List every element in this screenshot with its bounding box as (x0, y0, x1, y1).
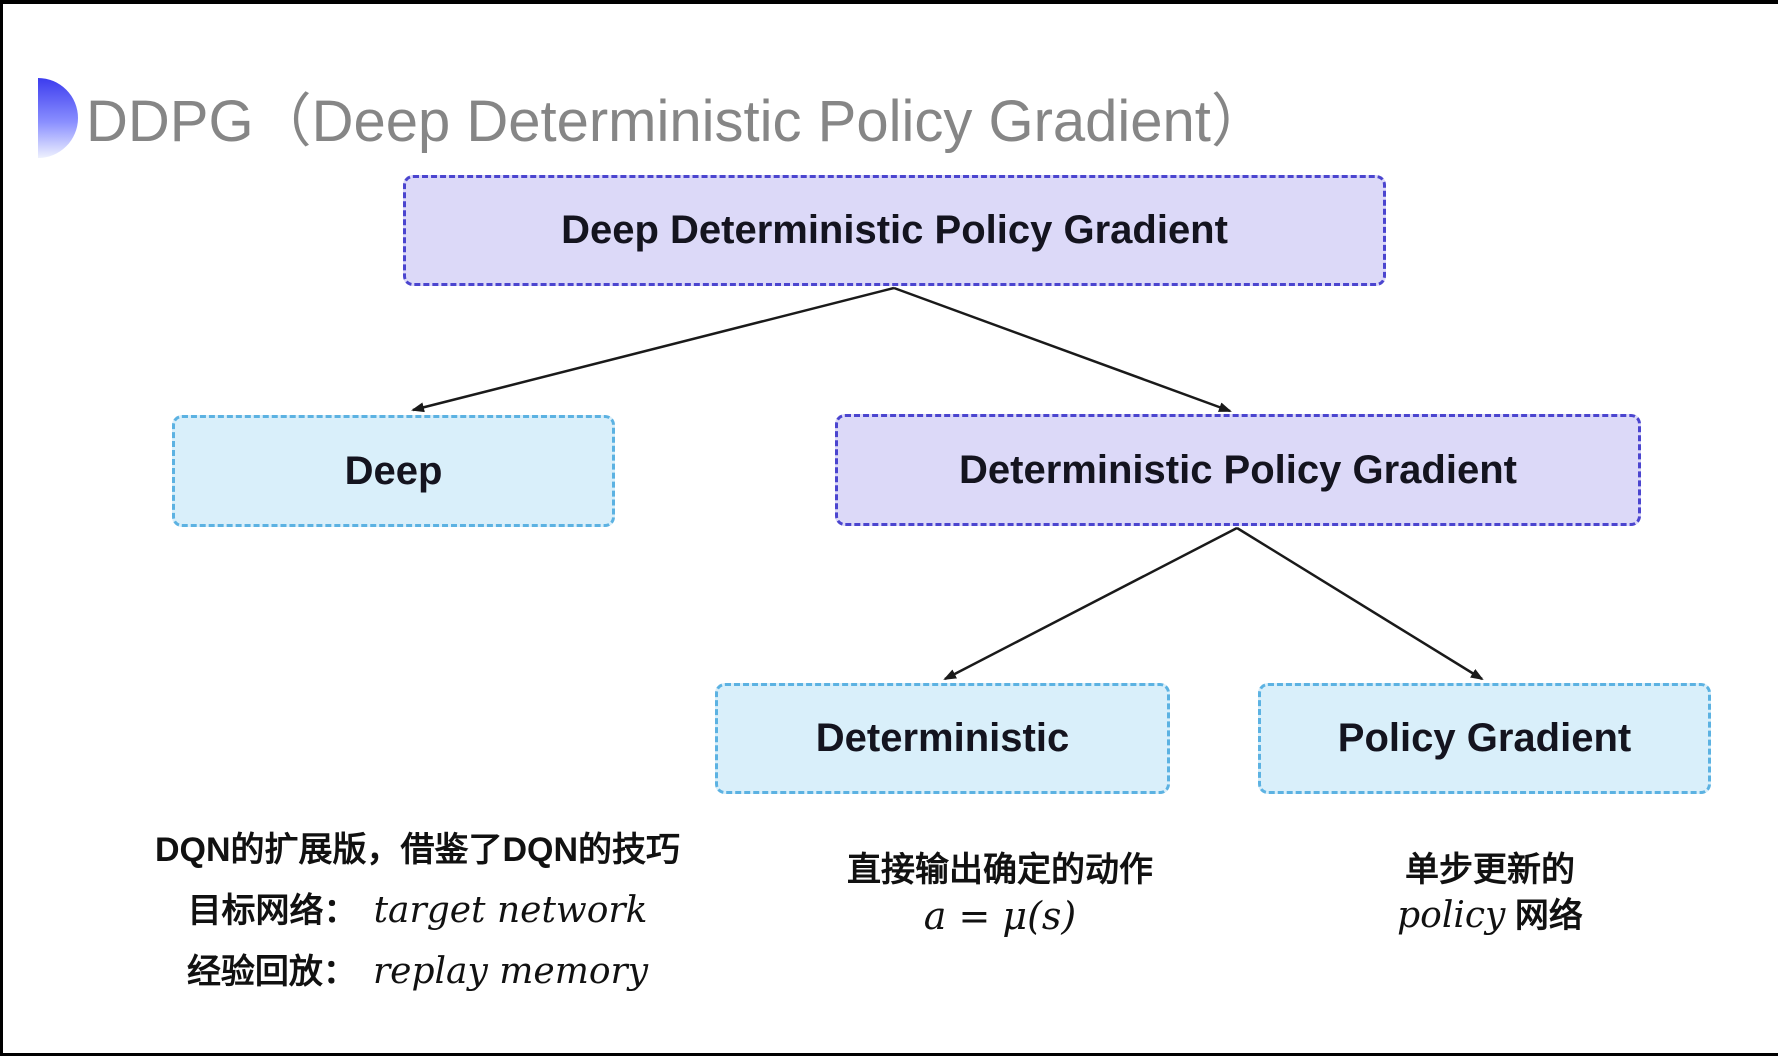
deterministic-annotation-line1: 直接输出确定的动作 (847, 851, 1153, 889)
window-top-border (0, 0, 1778, 4)
policy-gradient-annotation-line1: 单步更新的 (1405, 851, 1575, 889)
policy-gradient-annotation: 单步更新的 policy 网络 (1325, 850, 1655, 942)
arrow-root-to-deep (411, 286, 895, 413)
window-left-border (0, 0, 3, 1056)
deep-annotation-line2-zh: 目标网络： (187, 892, 358, 930)
arrow-root-to-dpg (893, 286, 1232, 413)
node-deterministic: Deterministic (715, 683, 1170, 794)
arrow-dpg-to-deterministic (943, 526, 1238, 681)
deep-annotation-line1: DQN的扩展版，借鉴了DQN的技巧 (154, 831, 681, 869)
node-deep-label: Deep (344, 448, 443, 493)
deep-annotation-line2: 目标网络： target network (130, 889, 705, 950)
node-deep: Deep (172, 415, 615, 527)
node-policy-gradient: Policy Gradient (1258, 683, 1711, 794)
policy-gradient-annotation-line2: policy 网络 (1325, 896, 1655, 942)
page-title: DDPG（Deep Deterministic Policy Gradient） (86, 89, 1269, 154)
node-root: Deep Deterministic Policy Gradient (403, 175, 1386, 286)
node-policy-gradient-label: Policy Gradient (1337, 716, 1632, 760)
deep-annotation-line3-en: replay memory (372, 951, 649, 992)
window-bottom-border (0, 1053, 1778, 1056)
deterministic-annotation-formula: a = μ(s) (923, 894, 1077, 938)
deep-annotation-line3-zh: 经验回放： (186, 953, 357, 991)
node-deterministic-policy-gradient: Deterministic Policy Gradient (835, 414, 1641, 526)
policy-gradient-annotation-line2-en: policy (1397, 895, 1506, 936)
node-dpg-label: Deterministic Policy Gradient (959, 447, 1517, 492)
policy-gradient-annotation-line2-zh: 网络 (1505, 897, 1583, 935)
node-deterministic-label: Deterministic (815, 716, 1070, 760)
deep-annotation-line2-en: target network (373, 890, 648, 931)
deep-annotation: DQN的扩展版，借鉴了DQN的技巧 目标网络： target network 经验… (130, 828, 705, 1011)
arrow-dpg-to-policy-gradient (1236, 526, 1484, 681)
deterministic-annotation: 直接输出确定的动作 a = μ(s) (805, 850, 1195, 942)
node-root-label: Deep Deterministic Policy Gradient (561, 208, 1228, 252)
deep-annotation-line3: 经验回放： replay memory (130, 950, 705, 1011)
